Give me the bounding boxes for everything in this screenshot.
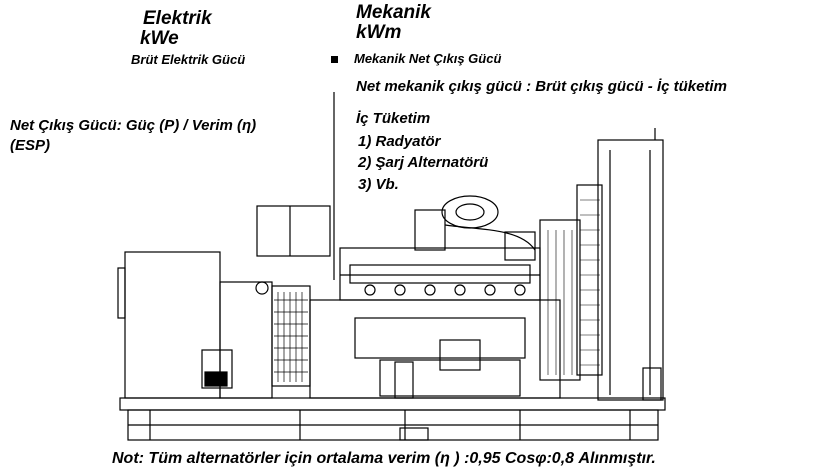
turbocharger [414, 195, 536, 261]
mechanical-title: Mekanik [356, 2, 431, 23]
alternator-grille [274, 292, 308, 382]
engine-block [309, 247, 561, 399]
terminal-box [256, 205, 331, 257]
mechanical-net-formula: Net mekanik çıkış gücü : Brüt çıkış gücü… [356, 78, 727, 95]
electric-unit: kWe [140, 28, 179, 49]
radiator-core [547, 199, 600, 375]
internal-title: İç Tüketim [356, 110, 431, 127]
alternator [117, 251, 311, 399]
electric-gross-label: Brüt Elektrik Gücü [131, 52, 246, 67]
base-frame [119, 397, 666, 441]
efficiency-note: Not: Tüm alternatörler için ortalama ver… [112, 450, 656, 467]
internal-item-1: 1) Radyatör [358, 133, 441, 150]
electric-title: Elektrik [143, 8, 212, 29]
internal-item-3: 3) Vb. [358, 176, 399, 193]
mechanical-net-label: Mekanik Net Çıkış Gücü [354, 51, 502, 66]
bullet-icon [331, 56, 338, 63]
electric-net-formula: Net Çıkış Gücü: Güç (P) / Verim (η) [10, 117, 257, 134]
radiator [539, 128, 664, 401]
mechanical-unit: kWm [356, 22, 402, 43]
internal-item-2: 2) Şarj Alternatörü [358, 154, 489, 171]
electric-esp-label: (ESP) [10, 137, 51, 154]
